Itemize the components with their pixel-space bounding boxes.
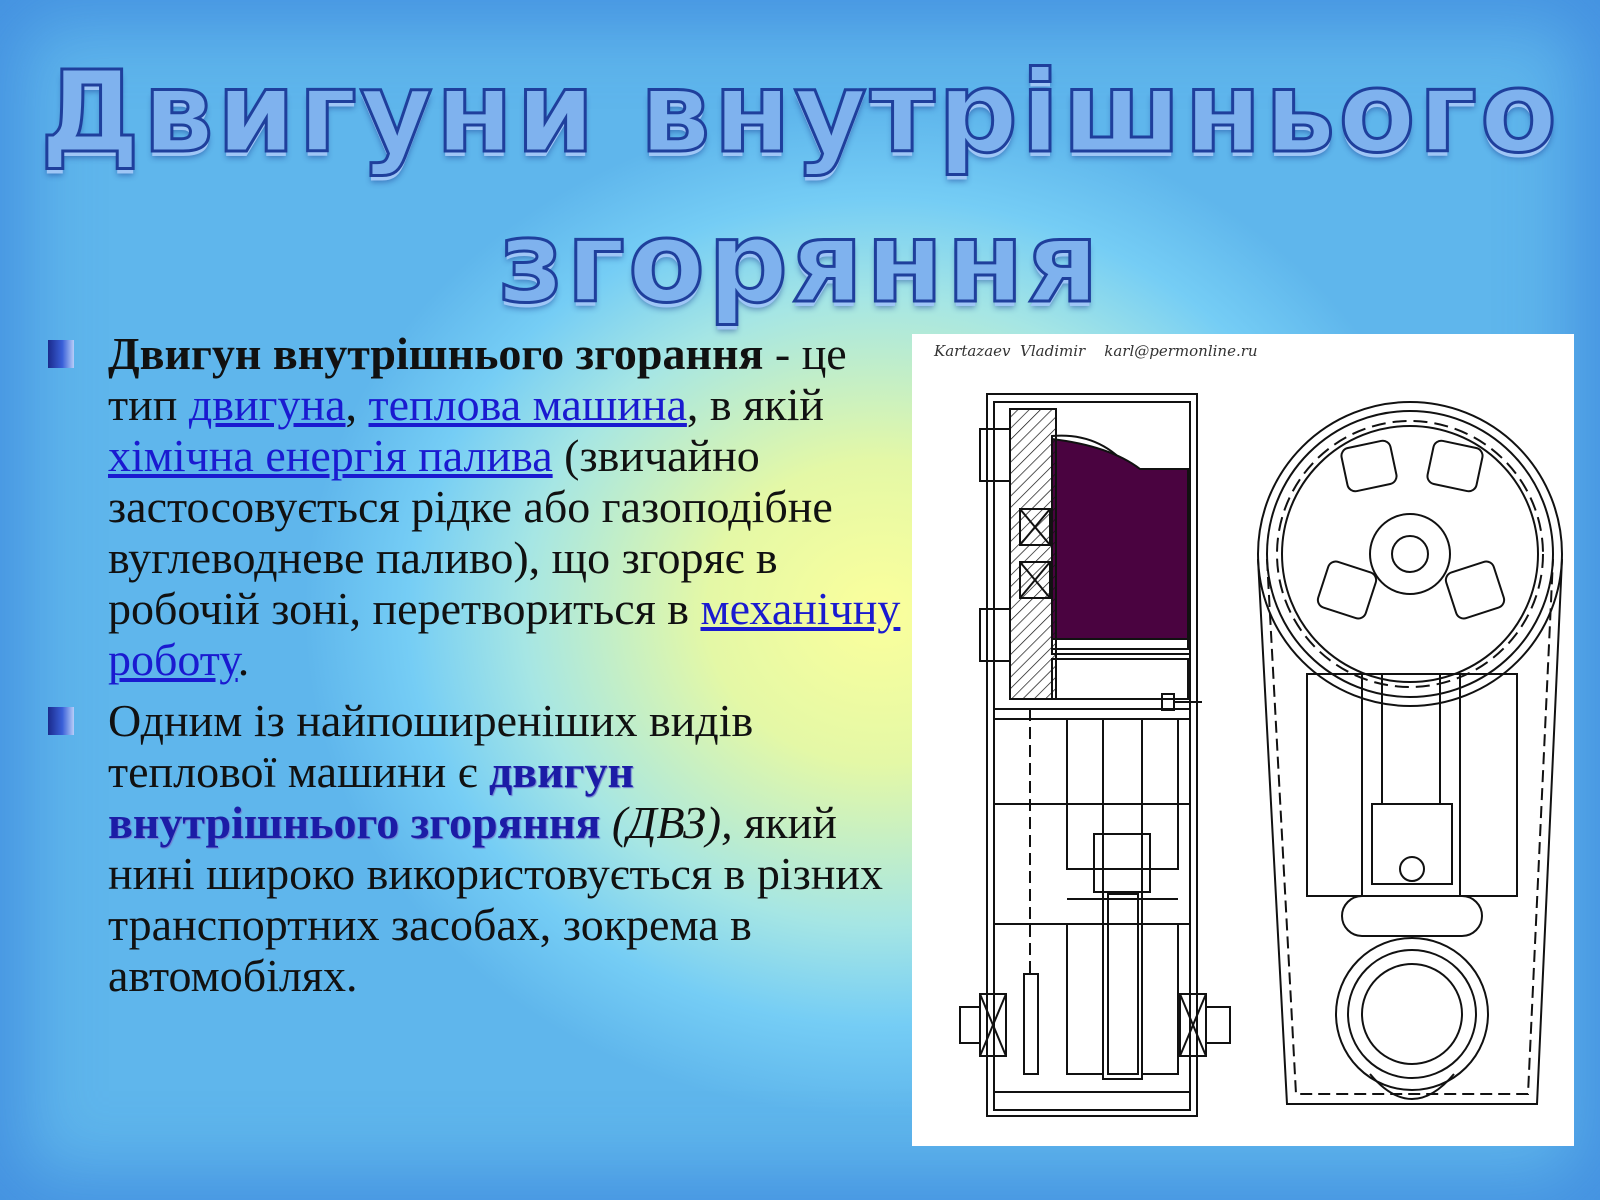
- link-mechanical-work[interactable]: механічну роботу: [108, 583, 901, 685]
- text-run: - це тип: [108, 328, 847, 430]
- engine-diagram: Kartazaev Vladimir karl@permonline.ru: [912, 334, 1574, 1146]
- title-line-1: Двигуни внутрішнього: [39, 47, 1560, 180]
- text-run: Одним із найпоширеніших видів теплової м…: [108, 695, 754, 797]
- definition-term: Двигун внутрішнього згорання: [108, 328, 764, 379]
- link-heat-engine[interactable]: теплова машина: [368, 379, 687, 430]
- text-run: , в якій: [686, 379, 825, 430]
- abbreviation: (ДВЗ),: [600, 797, 733, 848]
- text-run: який нині широко використовується в різн…: [108, 797, 884, 1001]
- bullet-item-1: Двигун внутрішнього згорання - це тип дв…: [48, 328, 908, 685]
- slide-body: Двигун внутрішнього згорання - це тип дв…: [48, 328, 908, 1011]
- text-run: .: [237, 634, 250, 685]
- link-engine[interactable]: двигуна: [188, 379, 346, 430]
- text-run: ,: [345, 379, 369, 430]
- engine-drawing: [959, 393, 1563, 1117]
- square-bullet-icon: [48, 340, 74, 368]
- square-bullet-icon: [48, 707, 74, 735]
- highlighted-term: двигун внутрішнього згоряння: [108, 746, 635, 848]
- diagram-credit: Kartazaev Vladimir karl@permonline.ru: [934, 342, 1258, 360]
- slide-title: Двигуни внутрішнього згоряння: [0, 38, 1600, 338]
- title-line-2: згоряння: [497, 197, 1102, 330]
- piston-head: [1051, 437, 1189, 640]
- text-run: (звичайно застосовується рідке або газоп…: [108, 430, 833, 634]
- section-view: [959, 393, 1231, 1117]
- front-view: [1257, 401, 1563, 1105]
- bullet-item-2: Одним із найпоширеніших видів теплової м…: [48, 695, 908, 1001]
- link-chemical-energy[interactable]: хімічна енергія палива: [108, 430, 553, 481]
